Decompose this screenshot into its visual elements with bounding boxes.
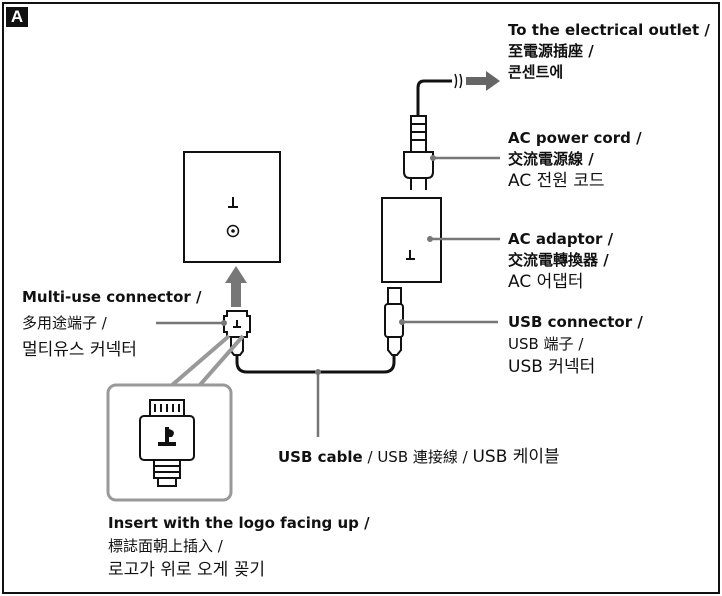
- multi-use-label-zh: 多用途端子 /: [22, 314, 107, 332]
- insert-label-ko: 로고가 위로 오게 꽂기: [108, 560, 265, 580]
- usb-connector-label-zh: USB 端子 /: [508, 335, 584, 353]
- ps-logo-icon: [158, 427, 176, 446]
- zoom-callout-left: [169, 334, 231, 388]
- adaptor-label-ko: AC 어댑터: [508, 272, 584, 292]
- usb-plug: [384, 287, 404, 356]
- multi-use-plug: [223, 310, 251, 356]
- adaptor-label-zh: 交流電轉換器 /: [508, 251, 609, 269]
- arrow-right-icon: [466, 71, 500, 91]
- usb-cable: [235, 352, 396, 374]
- usb-cable-sep: /: [457, 448, 473, 466]
- power-icon: [226, 224, 240, 238]
- panel-label: A: [6, 7, 28, 27]
- ac-plug: [403, 115, 434, 190]
- power-cord-label-ko: AC 전원 코드: [508, 171, 605, 191]
- usb-cable-sep: /: [362, 448, 378, 466]
- multi-use-label-en: Multi-use connector /: [22, 288, 202, 306]
- usb-connector-label-en: USB connector /: [508, 313, 643, 331]
- insert-label-zh: 標誌面朝上插入 /: [108, 537, 223, 555]
- ps-logo-icon: [228, 197, 238, 208]
- multi-use-label-ko: 멀티유스 커넥터: [22, 340, 137, 360]
- wave-icon: [454, 73, 463, 89]
- outlet-wire: [416, 79, 452, 116]
- adaptor-label-en: AC adaptor /: [508, 230, 614, 248]
- power-cord-label-en: AC power cord /: [508, 129, 642, 147]
- usb-connector-label-ko: USB 커넥터: [508, 357, 596, 377]
- usb-cable-label-ko: USB 케이블: [472, 447, 560, 467]
- zoom-callout-right: [197, 334, 245, 388]
- outlet-label-en: To the electrical outlet /: [508, 21, 710, 39]
- insert-label-en: Insert with the logo facing up /: [108, 514, 370, 532]
- outlet-label-ko: 콘센트에: [508, 63, 564, 81]
- outlet-label-zh: 至電源插座 /: [508, 42, 594, 60]
- arrow-up-icon: [225, 266, 247, 307]
- usb-cable-label: USB cable / USB 連接線 / USB 케이블: [278, 446, 560, 468]
- ps-logo-icon: [233, 320, 241, 328]
- ps-logo-icon: [406, 250, 415, 260]
- usb-cable-label-en: USB cable: [278, 448, 363, 466]
- power-cord-label-zh: 交流電源線 /: [508, 150, 594, 168]
- usb-cable-label-zh: USB 連接線: [377, 448, 458, 466]
